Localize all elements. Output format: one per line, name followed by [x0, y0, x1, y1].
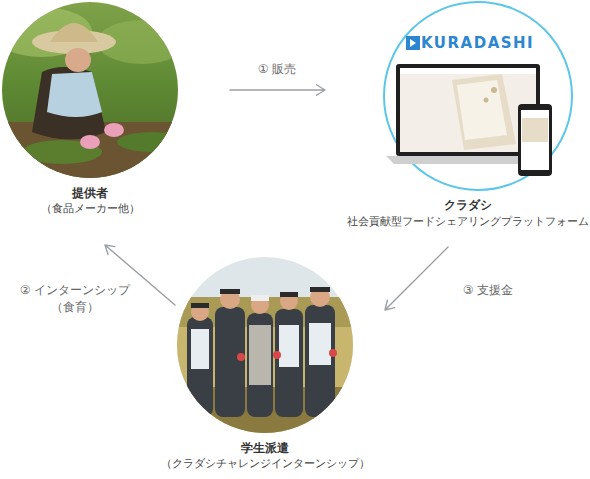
- students-photo: [177, 257, 353, 433]
- node-subtitle: （クラダシチャレンジインターンシップ）: [145, 457, 385, 472]
- photo-circle-node: 学生派遣（クラダシチャレンジインターンシップ）: [145, 257, 385, 471]
- node-subtitle: 社会貢献型フードシェアリングプラットフォーム: [346, 214, 590, 228]
- node-heading: 学生派遣: [145, 433, 385, 457]
- logo-text: KURADASHI: [421, 36, 534, 51]
- edge-label: ① 販売: [232, 61, 322, 78]
- platform-screens: [382, 0, 574, 192]
- node-heading: クラダシ: [346, 190, 590, 214]
- edge-label: ③ 支援金: [443, 282, 533, 299]
- node-heading: 提供者: [2, 178, 178, 202]
- edge-label: ② インターンシップ （食育）: [5, 282, 145, 317]
- farmer-photo: [2, 2, 178, 178]
- photo-circle-node: クラダシ社会貢献型フードシェアリングプラットフォーム: [346, 0, 590, 228]
- photo-circle-node: 提供者（食品メーカー他）: [2, 2, 178, 216]
- node-subtitle: （食品メーカー他）: [2, 202, 178, 217]
- flow-arrow: [230, 85, 325, 95]
- flow-arrow: [385, 247, 448, 310]
